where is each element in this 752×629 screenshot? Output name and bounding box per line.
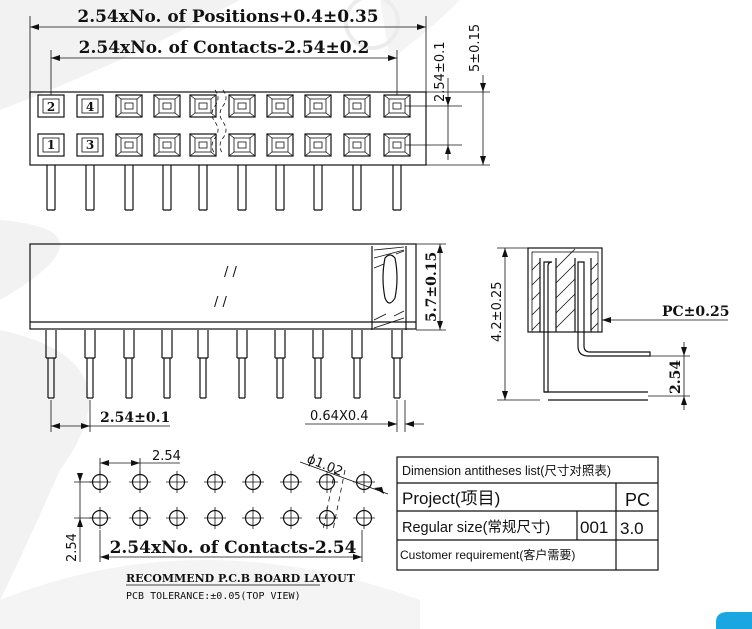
contact-cell: [189, 133, 217, 157]
side-pin: [197, 330, 209, 399]
table-row-project-label: Project(项目): [402, 489, 500, 508]
pin-label-3: 3: [86, 138, 94, 152]
contact-cell: [343, 94, 371, 118]
pcb-hole: [353, 507, 375, 529]
contact-cell: [76, 133, 104, 157]
side-pin: [123, 330, 135, 399]
contact-cell: [304, 94, 332, 118]
contact-cell: [228, 94, 256, 118]
pin-lead: [392, 165, 402, 211]
contact-cell: [266, 133, 294, 157]
pcb-hole: [129, 471, 151, 493]
pin-label-4: 4: [86, 100, 94, 114]
contact-cell: [37, 133, 65, 157]
pin-lead: [124, 165, 134, 211]
height-label: 5±0.15: [468, 24, 483, 72]
body-height-label: 5.7±0.15: [424, 252, 440, 322]
contact-cell: [304, 133, 332, 157]
side-pin: [161, 330, 173, 399]
pcb-hole: [316, 507, 338, 529]
hole-diameter-label: ϕ1.02: [305, 452, 345, 480]
contact-cell: [266, 94, 294, 118]
pcb-hole: [166, 507, 188, 529]
side-view: / / / / 5.7±0.15 2.54±0.1 0.64X0.4: [29, 243, 446, 432]
pcb-hole: [280, 471, 302, 493]
overall-dimension-label: 2.54xNo. of Positions+0.4±0.35: [77, 7, 378, 27]
break-mark-2: / /: [214, 295, 228, 310]
pcb-pitch-label: 2.54: [152, 449, 181, 464]
pin-label-1: 1: [47, 138, 55, 152]
end-height-label: 4.2±0.25: [490, 281, 505, 342]
contact-cell: [153, 133, 181, 157]
contacts-dimension-label: 2.54xNo. of Contacts-2.54±0.2: [79, 38, 370, 58]
pcb-contacts-label: 2.54xNo. of Contacts-2.54: [110, 538, 357, 558]
pcb-row-label: 2.54: [65, 533, 80, 562]
top-view: 2.54xNo. of Positions+0.4±0.35 2.54xNo. …: [29, 7, 490, 211]
break-mark-1: / /: [224, 265, 238, 280]
pcb-hole: [280, 507, 302, 529]
contact-cell: [343, 133, 371, 157]
dimension-table: Dimension antitheses list(尺寸对照表) Project…: [396, 456, 659, 571]
table-title: Dimension antitheses list(尺寸对照表): [402, 464, 611, 478]
table-row-regular-label: Regular size(常规尺寸): [402, 519, 550, 536]
side-pitch-label: 2.54±0.1: [100, 410, 170, 426]
contact-cell: [189, 94, 217, 118]
contact-cell: [37, 94, 65, 118]
table-row-project-value: PC: [625, 490, 650, 510]
end-view: 4.2±0.25 PC±0.25 2.54: [490, 247, 730, 410]
pcb-hole: [242, 471, 264, 493]
pcb-hole: [166, 471, 188, 493]
pcb-hole: [242, 507, 264, 529]
pin-lead: [162, 165, 172, 211]
pin-lead: [352, 165, 362, 211]
contact-cell: [153, 94, 181, 118]
pcb-hole: [204, 471, 226, 493]
end-pitch-label: 2.54: [668, 360, 684, 394]
pcb-layout-title: RECOMMEND P.C.B BOARD LAYOUT: [126, 572, 356, 585]
side-pin: [45, 330, 57, 399]
contact-cell: [115, 94, 143, 118]
side-pin: [84, 330, 96, 399]
background-watermark: [0, 0, 460, 629]
side-pin: [351, 330, 363, 399]
pin-label-2: 2: [47, 100, 55, 114]
contact-cell: [228, 133, 256, 157]
side-pin: [391, 330, 403, 399]
pcb-layout: 2.54 ϕ1.02 2.54 2.54xNo. of Contacts-2.5…: [65, 449, 389, 602]
side-pin: [312, 330, 324, 399]
table-row-customer-label: Customer requirement(客户需要): [400, 547, 575, 562]
table-row-regular-code: 001: [580, 518, 608, 537]
pcb-tolerance-note: PCB TOLERANCE:±0.05(TOP VIEW): [126, 591, 301, 602]
pcb-hole: [129, 507, 151, 529]
pin-size-label: 0.64X0.4: [310, 409, 369, 424]
pc-dimension-label: PC±0.25: [662, 304, 730, 320]
pcb-hole: [204, 507, 226, 529]
pin-lead: [275, 165, 285, 211]
table-row-regular-value: 3.0: [620, 519, 644, 538]
pcb-hole: [316, 471, 338, 493]
pin-lead: [46, 165, 56, 211]
pin-lead: [85, 165, 95, 211]
pin-lead: [237, 165, 247, 211]
pin-lead: [313, 165, 323, 211]
pcb-hole: [353, 471, 375, 493]
row-pitch-label: 2.54±0.1: [433, 41, 448, 102]
contact-cell: [76, 94, 104, 118]
side-pin: [274, 330, 286, 399]
contact-cell: [115, 133, 143, 157]
accent-badge: [716, 612, 752, 629]
pin-lead: [198, 165, 208, 211]
side-pin: [236, 330, 248, 399]
